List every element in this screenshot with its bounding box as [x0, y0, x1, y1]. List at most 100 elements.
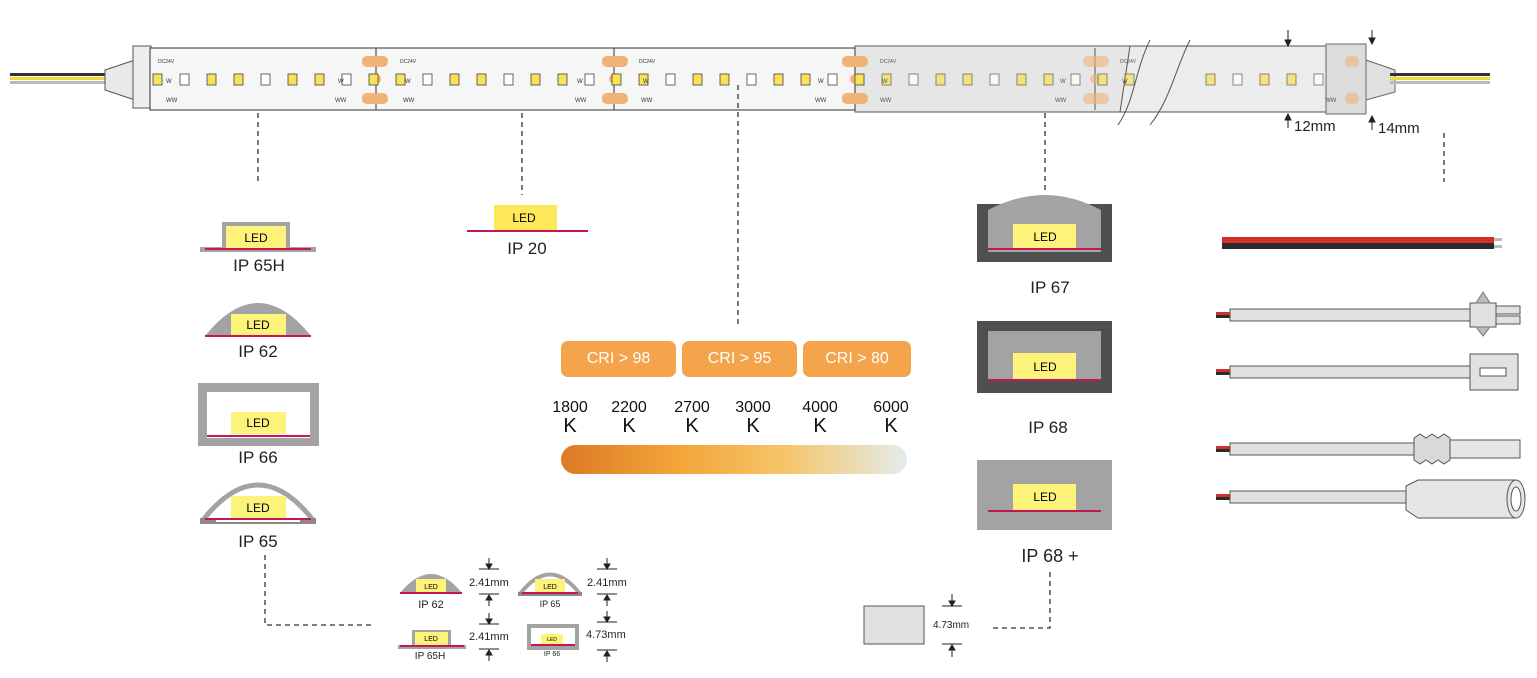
kelvin-unit: K — [622, 415, 636, 437]
channel-ww-label: WW — [880, 98, 892, 104]
led-chip — [152, 73, 163, 86]
strip-width-label: 12mm — [1294, 118, 1336, 135]
channel-ww-label: WW — [1055, 98, 1067, 104]
thickness-ip66: 4.73mm — [586, 629, 626, 641]
profile-label-ip67: IP 67 — [1030, 278, 1070, 297]
led-chip — [638, 73, 649, 86]
led-chip — [773, 73, 784, 86]
detail-ip68-plus — [863, 605, 925, 645]
led-chip — [503, 73, 514, 86]
channel-ww-label: WW — [1325, 98, 1337, 104]
detail-label-ip65h: IP 65H — [414, 651, 446, 662]
profile-label-ip68-plus: IP 68 + — [1021, 546, 1079, 566]
channel-w-label: W — [338, 79, 344, 85]
profile-label-ip65h: IP 65H — [233, 256, 285, 275]
led-chip — [341, 73, 352, 86]
led-label: LED — [1033, 490, 1057, 504]
kelvin-number: 1800 — [552, 399, 588, 416]
led-chip — [1043, 73, 1054, 86]
connector-width-label: 14mm — [1378, 120, 1420, 137]
profile-ip68-plus: LED — [977, 460, 1112, 530]
led-label: LED — [1033, 230, 1057, 244]
end-cap-right — [1325, 43, 1367, 115]
led-chip — [962, 73, 973, 86]
led-chip — [179, 73, 190, 86]
led-label: LED — [244, 231, 268, 245]
channel-w-label: W — [882, 79, 888, 85]
jst-male-connector-icon — [1216, 291, 1521, 337]
voltage-label: DC24V — [639, 59, 656, 65]
kelvin-unit: K — [563, 415, 577, 437]
thickness-ip65: 2.41mm — [587, 577, 627, 589]
led-chip — [260, 73, 271, 86]
led-chip — [746, 73, 757, 86]
dc-female-jack-icon — [1216, 479, 1526, 519]
detail-ip65h: LED — [398, 630, 466, 649]
input-wires-right — [1390, 73, 1490, 84]
detail-ip66: LED — [527, 624, 579, 650]
kelvin-number: 3000 — [735, 399, 771, 416]
channel-w-label: W — [577, 79, 583, 85]
thickness-ip68-plus: 4.73mm — [933, 620, 970, 631]
led-chip — [422, 73, 433, 86]
strip-tail-section — [1119, 45, 1331, 113]
profile-ip66: LED — [198, 383, 319, 446]
detail-ip62: LED — [400, 574, 462, 594]
led-chip — [1259, 73, 1270, 86]
led-label: LED — [424, 636, 438, 643]
channel-w-label: W — [818, 79, 824, 85]
channel-ww-label: WW — [815, 98, 827, 104]
cri-badge-80: CRI > 80 — [803, 341, 911, 377]
detail-ip65: LED — [518, 572, 582, 596]
kelvin-number: 6000 — [873, 399, 909, 416]
profile-ip67: LED — [977, 195, 1112, 262]
profile-ip65: LED — [200, 482, 316, 524]
thickness-ip62: 2.41mm — [469, 577, 509, 589]
led-label: LED — [543, 584, 557, 591]
profile-ip20: LED — [467, 205, 588, 232]
led-chip — [827, 73, 838, 86]
led-strip: DC24V DC24V DC24V DC24V DC24V W WW W WW … — [10, 30, 1490, 137]
cri-badge-95: CRI > 95 — [682, 341, 797, 377]
channel-w-label: W — [405, 79, 411, 85]
led-chip — [557, 73, 568, 86]
kelvin-unit: K — [685, 415, 699, 437]
led-chip — [233, 73, 244, 86]
width-dimension — [1284, 30, 1376, 130]
voltage-label: DC24V — [1120, 59, 1137, 65]
channel-ww-label: WW — [641, 98, 653, 104]
led-chip — [1286, 73, 1297, 86]
kelvin-unit: K — [813, 415, 827, 437]
led-chip — [1205, 73, 1216, 86]
led-chip — [611, 73, 622, 86]
led-chip — [854, 73, 865, 86]
led-chip — [449, 73, 460, 86]
voltage-label: DC24V — [158, 59, 175, 65]
kelvin-number: 2700 — [674, 399, 710, 416]
profile-label-ip62: IP 62 — [238, 342, 278, 361]
led-chip — [1124, 73, 1135, 86]
strip-led-chips — [152, 73, 1324, 86]
detail-label-ip66: IP 66 — [543, 651, 561, 658]
channel-w-label: W — [643, 79, 649, 85]
led-chip — [287, 73, 298, 86]
kelvin-number: 2200 — [611, 399, 647, 416]
led-chip — [1232, 73, 1243, 86]
voltage-label: DC24V — [880, 59, 897, 65]
led-chip — [206, 73, 217, 86]
thickness-arrows — [479, 558, 962, 662]
led-label: LED — [424, 584, 438, 591]
led-chip — [800, 73, 811, 86]
led-label: LED — [246, 501, 270, 515]
profile-label-ip68: IP 68 — [1028, 418, 1068, 437]
profile-label-ip65: IP 65 — [238, 532, 278, 551]
channel-ww-label: WW — [403, 98, 415, 104]
led-chip — [1016, 73, 1027, 86]
